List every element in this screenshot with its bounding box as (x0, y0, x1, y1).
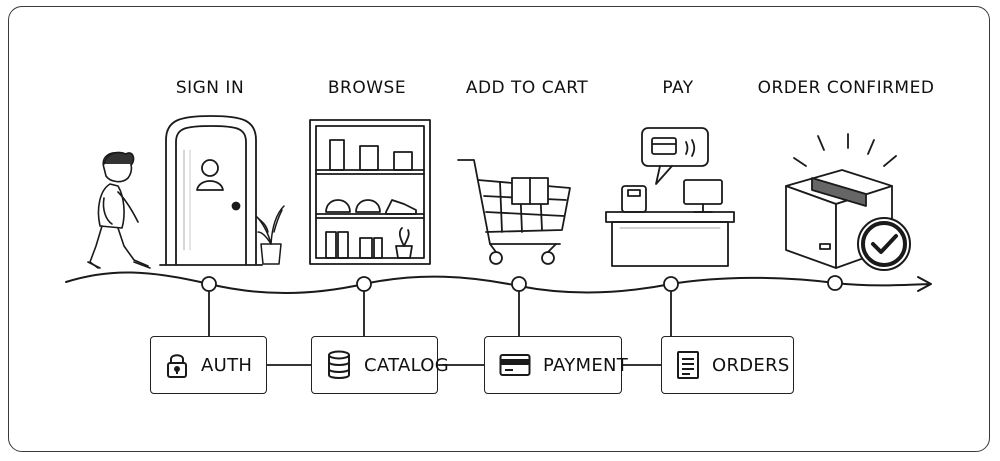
service-connectors (208, 285, 672, 366)
diagram-frame (8, 6, 990, 452)
database-icon (326, 350, 352, 380)
plant-icon (255, 205, 285, 265)
checkout-counter-icon (605, 179, 735, 267)
service-label-orders: ORDERS (712, 354, 790, 376)
timeline-nodes (201, 275, 843, 292)
payment-terminal-icon (641, 127, 709, 185)
shelf-icon (309, 119, 431, 265)
timeline-node-sign-in (201, 276, 217, 292)
shopping-cart-icon (457, 159, 571, 265)
service-label-payment: PAYMENT (543, 354, 629, 376)
checkmark-badge-icon (857, 217, 911, 271)
service-box-catalog: CATALOG (311, 336, 449, 394)
stage-label-pay: PAY (662, 78, 694, 98)
timeline-node-add-to-cart (511, 276, 527, 292)
service-box-orders: ORDERS (661, 336, 794, 394)
door-icon (159, 115, 263, 266)
stage-label-browse: BROWSE (327, 78, 407, 98)
timeline-node-order-confirmed (827, 275, 843, 291)
stage-label-add-to-cart: ADD TO CART (465, 78, 589, 98)
stage-label-sign-in: SIGN IN (175, 78, 245, 98)
credit-card-icon (499, 353, 531, 377)
stage-label-order-confirmed: ORDER CONFIRMED (757, 78, 935, 98)
timeline-node-pay (663, 276, 679, 292)
service-box-payment: PAYMENT (484, 336, 628, 394)
service-label-auth: AUTH (201, 354, 253, 376)
lock-icon (165, 351, 189, 379)
document-icon (676, 350, 700, 380)
walking-person-icon (87, 151, 151, 269)
burst-lines (793, 133, 897, 167)
timeline-arrowhead (917, 276, 932, 292)
service-label-catalog: CATALOG (364, 354, 449, 376)
timeline-node-browse (356, 276, 372, 292)
journey-timeline (65, 271, 931, 294)
service-box-auth: AUTH (150, 336, 267, 394)
